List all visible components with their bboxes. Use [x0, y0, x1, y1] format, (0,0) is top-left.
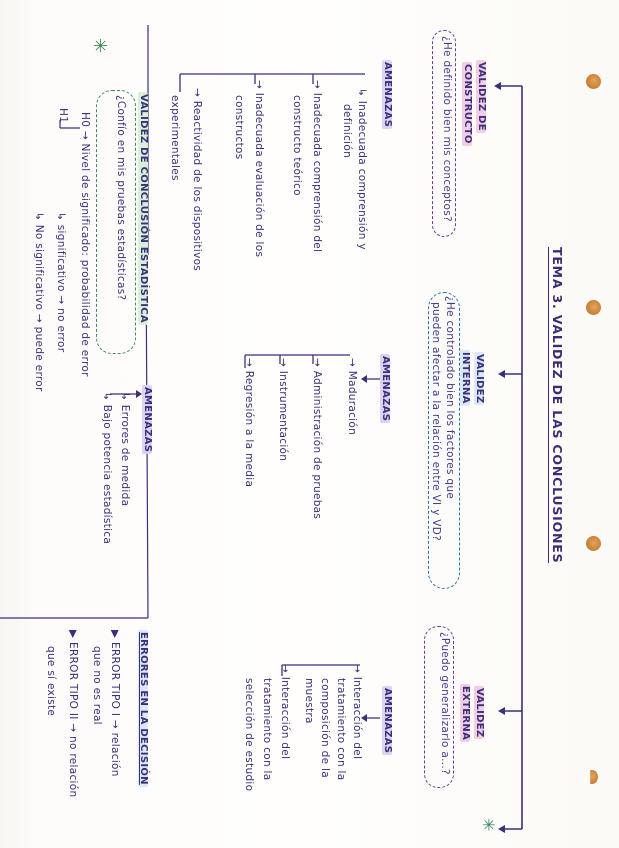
internal-threat: → Administración de pruebas — [311, 358, 323, 520]
arrowhead — [498, 370, 505, 378]
construct-threat: → Inadecuada comprensión del — [311, 80, 323, 253]
external-threat: → Interacción del — [351, 664, 363, 760]
statistical-question-cloud — [96, 90, 136, 354]
external-threat: composición de la — [319, 678, 331, 778]
external-heading: EXTERNA — [460, 684, 471, 743]
external-threat: → Interacción del — [279, 664, 291, 760]
external-question: ¿Puedo generalizarlo a...? — [439, 632, 451, 775]
error-type-1-continuation: que no es real — [91, 646, 103, 725]
statistical-question: ¿Confío en mis pruebas estadísticas? — [115, 95, 127, 301]
binder-hole — [586, 74, 601, 89]
construct-threat: ↳ Inadecuada comprensión y — [356, 88, 368, 250]
external-threat: tratamiento con la — [261, 678, 273, 781]
internal-threat: → Instrumentación — [277, 358, 289, 462]
hypothesis-h0: H0 → Nivel de significado: probabilidad … — [79, 112, 91, 377]
external-threats-label: AMENAZAS — [382, 686, 393, 756]
error-type-2: ▶ ERROR TIPO II → no relación — [67, 630, 79, 798]
binder-hole — [586, 300, 601, 315]
construct-threats-label: AMENAZAS — [382, 60, 393, 130]
star-icon: ✳ — [479, 818, 498, 832]
external-threat: tratamiento con la — [335, 678, 347, 781]
external-heading: VALIDEZ — [474, 686, 485, 740]
internal-threat: → Maduración — [346, 358, 358, 436]
external-question-cloud — [424, 626, 454, 788]
internal-question-cloud — [428, 292, 460, 589]
construct-threat: constructo teórico — [291, 95, 303, 196]
arrowhead — [498, 825, 505, 833]
construct-question-cloud — [432, 30, 456, 237]
external-threat: selección de estudio — [243, 678, 255, 792]
star-icon: ✳ — [89, 38, 110, 54]
construct-threat: → Reactividad de los dispositivos — [191, 88, 203, 272]
statistical-threat: ↳ Errores de medida — [119, 392, 131, 507]
error-type-1: ▶ ERROR TIPO I → relación — [109, 630, 121, 777]
internal-heading: VALIDEZ — [474, 352, 485, 406]
statistical-heading: VALIDEZ DE CONCLUSIÓN ESTADÍSTICA — [138, 92, 149, 325]
arrowhead — [494, 82, 501, 90]
external-threat: muestra — [303, 678, 315, 724]
internal-threats-label: AMENAZAS — [380, 354, 391, 424]
arrowhead — [498, 707, 505, 715]
hypothesis-h1: H1 — [57, 108, 69, 124]
binder-hole — [586, 536, 601, 551]
internal-question: ¿He controlado bien los factores que — [444, 296, 456, 500]
construct-heading: CONSTRUCTO — [462, 62, 473, 146]
statistical-threats-label: AMENAZAS — [142, 385, 153, 455]
error-type-2-continuation: que sí existe — [45, 646, 57, 717]
construct-threat: definición — [341, 104, 353, 159]
not-significant-result: ↳ No significativo → puede error — [33, 212, 45, 392]
construct-heading: VALIDEZ DE — [476, 60, 487, 133]
construct-threat: experimentales — [169, 95, 181, 181]
internal-question: pueden afectar a la relación entre VI y … — [430, 302, 442, 541]
significant-result: ↳ significativo → no error — [55, 212, 67, 353]
internal-heading: INTERNA — [460, 350, 471, 406]
binder-hole — [590, 770, 598, 784]
construct-threat: → Inadecuada evaluación de los — [253, 80, 265, 258]
construct-question: ¿He definido bien mis conceptos? — [441, 36, 453, 222]
statistical-threat: ↳ Bajo potencia estadística — [101, 392, 113, 545]
construct-threat: constructos — [233, 95, 245, 160]
page-title: TEMA 3. VALIDEZ DE LAS CONCLUSIONES — [548, 247, 565, 564]
decision-errors-heading: ERRORES EN LA DECISIÓN — [138, 630, 149, 787]
internal-threat: → Regresión a la media — [243, 358, 255, 488]
